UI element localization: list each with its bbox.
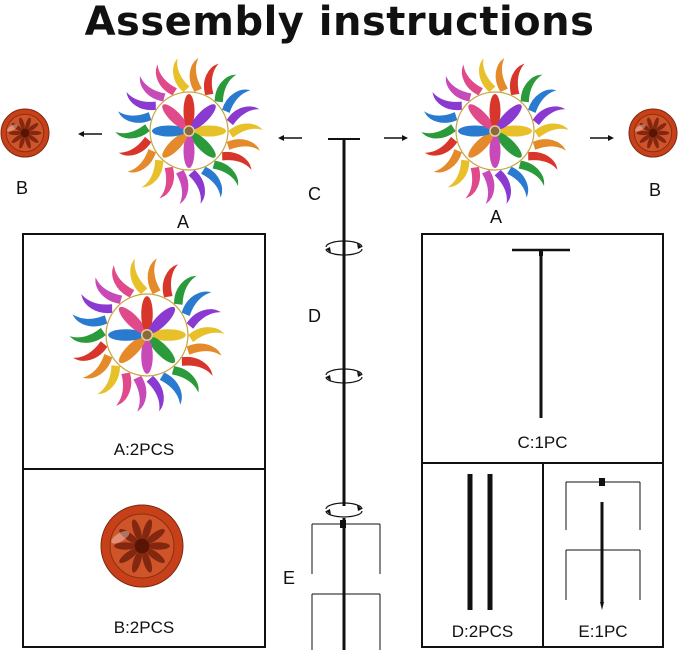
ornament-top-right (628, 108, 678, 158)
parts-box-b (22, 468, 266, 648)
label-a-left: A (177, 212, 190, 232)
part-e-ground-stake (565, 478, 641, 610)
part-b-caption: B:2PCS (113, 618, 175, 637)
ornament-part-b (100, 504, 184, 588)
page-title: Assembly instructions (84, 0, 595, 45)
label-c: C (308, 184, 321, 204)
label-b-left: B (16, 178, 29, 198)
ground-stake-frame (311, 520, 381, 650)
label-b-right: B (649, 180, 662, 200)
assembled-pole (328, 138, 360, 650)
parts-box-e (542, 462, 664, 648)
twist-joint-icon (325, 368, 363, 384)
arrow-to-ornament-left-icon (78, 131, 102, 137)
part-c-caption: C:1PC (517, 433, 568, 452)
ornament-top-left (0, 108, 50, 158)
arrow-to-spinner-left-icon (278, 135, 302, 141)
part-d-caption: D:2PCS (451, 622, 514, 641)
twist-joint-icon (325, 240, 363, 256)
wind-spinner-top-left (115, 57, 263, 205)
label-a-right: A (490, 207, 503, 227)
label-d: D (308, 306, 321, 326)
part-a-caption: A:2PCS (113, 440, 175, 459)
wind-spinner-top-right (421, 57, 569, 205)
wind-spinner-part-a (69, 258, 225, 412)
label-e: E (283, 568, 296, 588)
arrow-to-ornament-right-icon (590, 135, 614, 141)
part-e-caption: E:1PC (578, 622, 628, 641)
twist-joint-icon (325, 502, 363, 518)
part-c-top-rod (512, 248, 570, 418)
arrow-to-spinner-right-icon (384, 135, 408, 141)
part-d-rods (467, 474, 493, 610)
